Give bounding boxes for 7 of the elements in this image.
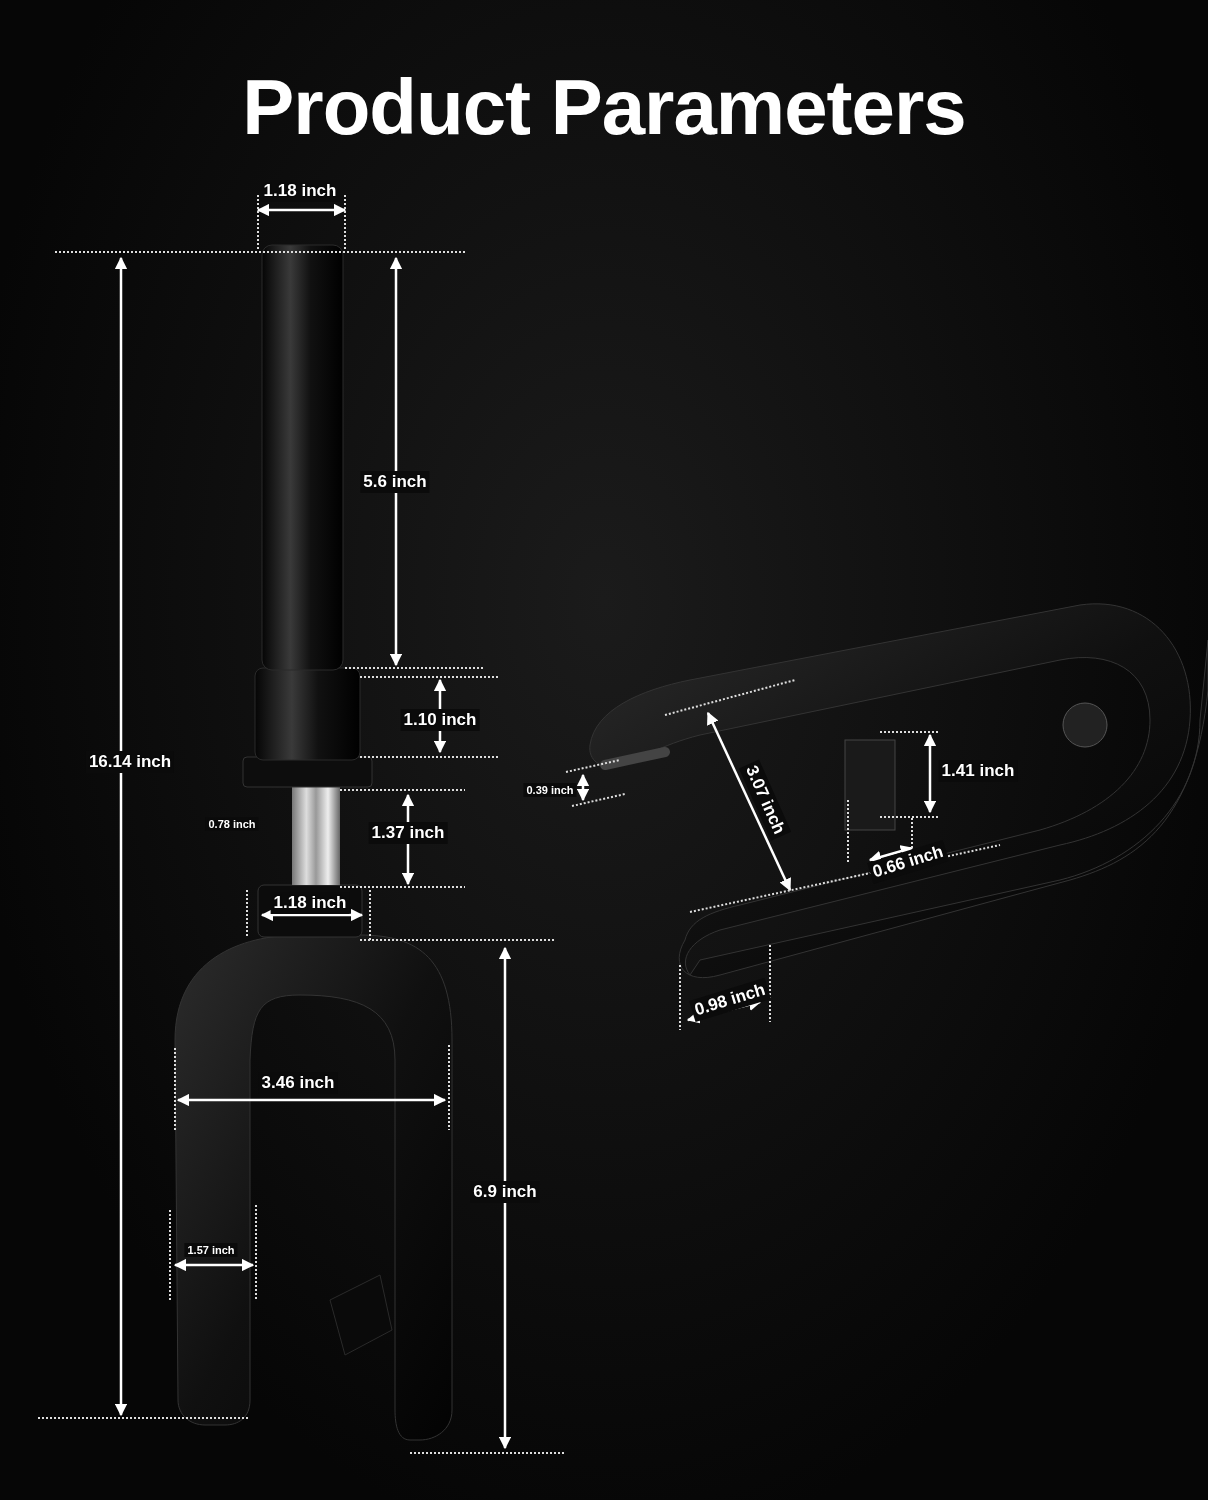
dimension-label: 5.6 inch	[360, 471, 430, 493]
dimension-label: 0.78 inch	[205, 817, 259, 831]
title: Product Parameters	[241, 62, 967, 153]
dimension-label: 1.37 inch	[368, 822, 448, 844]
dimension-label: 1.57 inch	[184, 1243, 238, 1257]
dimension-label: 1.10 inch	[400, 709, 480, 731]
dimension-label: 0.39 inch	[523, 783, 577, 797]
